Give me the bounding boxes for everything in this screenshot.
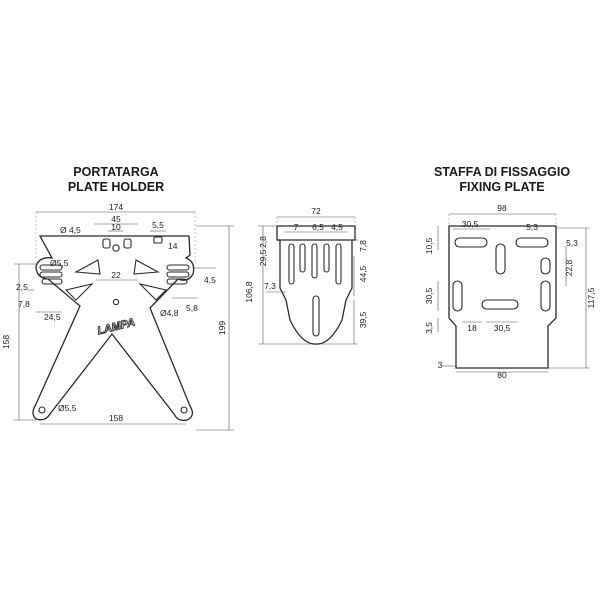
dim-7: 7 xyxy=(294,222,299,232)
side-bracket-drawing xyxy=(276,225,356,345)
dim-158-height: 158 xyxy=(1,335,11,349)
left-slot-a xyxy=(39,264,63,271)
dim-5-8: 5,8 xyxy=(186,303,198,313)
lampa-logo: LAMPA xyxy=(96,317,136,338)
dim-4-5-right: 4,5 xyxy=(204,275,216,285)
fixing-plate-dimension-labels: 98 30,5 5,3 5,3 10,5 22,8 30,5 117,5 3,5… xyxy=(424,203,596,380)
dim-14: 14 xyxy=(168,241,178,251)
dim-2-5: 2,5 xyxy=(16,282,28,292)
fp-slot-top-center xyxy=(495,243,506,275)
dim-72: 72 xyxy=(311,206,321,216)
fixing-plate-title-en: FIXING PLATE xyxy=(459,180,544,194)
dim-199-height: 199 xyxy=(217,321,227,335)
dim-106-8: 106,8 xyxy=(244,281,254,303)
dim-80: 80 xyxy=(497,370,507,380)
top-slot-right xyxy=(123,238,132,249)
right-slot-a xyxy=(166,264,190,271)
hole-bottom-right xyxy=(180,406,188,414)
fp-slot-center xyxy=(481,299,519,310)
top-notch xyxy=(153,236,163,244)
plate-holder-title-en: PLATE HOLDER xyxy=(68,180,164,194)
bracket-slot-3 xyxy=(311,243,318,279)
dim-7-3: 7,3 xyxy=(264,281,276,291)
cutout-mid-left xyxy=(64,283,94,301)
fixing-plate-title-it: STAFFA DI FISSAGGIO xyxy=(434,165,570,179)
fixing-plate-dimensions xyxy=(437,213,590,373)
dim-30-5-bottom: 30,5 xyxy=(494,323,511,333)
dim-174: 174 xyxy=(109,202,123,212)
side-bracket-dimension-labels: 72 7 6,5 4,5 29,5 2,8 7,8 106,8 7,3 44,5… xyxy=(244,206,368,328)
dim-22-8: 22,8 xyxy=(564,259,574,276)
bracket-slot-5 xyxy=(335,243,342,285)
dim-29-5: 29,5 xyxy=(258,249,268,266)
dim-hole-4-8: Ø4,8 xyxy=(160,308,179,318)
dim-10: 10 xyxy=(111,222,121,232)
dim-39-5: 39,5 xyxy=(358,311,368,328)
fp-slot-upper-right xyxy=(540,257,551,275)
dim-117-5: 117,5 xyxy=(586,287,596,308)
dim-158-width: 158 xyxy=(109,413,123,423)
dim-30-5-left: 30,5 xyxy=(424,287,434,304)
dim-24-5: 24,5 xyxy=(44,312,61,322)
dim-22: 22 xyxy=(111,270,121,280)
dim-18: 18 xyxy=(467,323,477,333)
dim-3: 3 xyxy=(438,360,443,370)
fp-slot-left xyxy=(452,280,463,312)
plate-holder-title-it: PORTATARGA xyxy=(73,165,158,179)
dim-10-5: 10,5 xyxy=(424,237,434,254)
fixing-plate-drawing xyxy=(448,225,557,369)
left-slot-b xyxy=(39,271,63,278)
bracket-slot-1 xyxy=(288,243,295,285)
hole-4-5-top xyxy=(112,244,120,252)
hole-4-8 xyxy=(112,298,120,306)
dim-45: 45 xyxy=(111,214,121,224)
hole-bottom-left xyxy=(38,406,46,414)
plate-holder-dimensions xyxy=(14,211,234,431)
left-slot-c xyxy=(41,278,63,285)
cutout-mid-right xyxy=(138,283,168,301)
dim-hole-4-5: Ø 4,5 xyxy=(60,225,81,235)
side-bracket-dimensions xyxy=(258,216,358,345)
dim-2-8: 2,8 xyxy=(258,236,268,248)
fp-slot-right xyxy=(540,280,551,312)
dim-4-5-bracket: 4,5 xyxy=(331,222,343,232)
fp-slot-top-right xyxy=(515,237,549,248)
bracket-slot-4 xyxy=(323,243,330,273)
dim-44-5: 44,5 xyxy=(358,265,368,282)
bracket-slot-center xyxy=(312,295,320,337)
dim-5-3-top: 5,3 xyxy=(526,222,538,232)
bracket-slot-2 xyxy=(299,243,306,273)
dim-98: 98 xyxy=(497,203,507,213)
top-slot-left xyxy=(102,238,111,249)
dim-3-5: 3,5 xyxy=(424,322,434,334)
side-bracket-outline xyxy=(276,225,356,345)
fp-slot-top-left xyxy=(454,237,488,248)
dim-5-5-top: 5,5 xyxy=(152,220,164,230)
right-slot-b xyxy=(166,271,190,278)
cutout-top-left xyxy=(74,259,101,275)
right-slot-c xyxy=(166,278,188,285)
dim-30-5-top: 30,5 xyxy=(462,219,479,229)
plate-holder-outline xyxy=(32,235,195,422)
dim-6-5: 6,5 xyxy=(312,222,324,232)
dim-7-8: 7,8 xyxy=(18,299,30,309)
cutout-top-right xyxy=(133,259,160,275)
dim-hole-5-5-left: Ø5,5 xyxy=(50,258,69,268)
dim-7-8-bracket: 7,8 xyxy=(358,240,368,252)
dim-hole-5-5-bottom: Ø5,5 xyxy=(58,403,77,413)
plate-holder-dimension-labels: 174 45 10 5,5 Ø 4,5 14 Ø5,5 22 4,5 2,5 7… xyxy=(1,202,227,423)
dim-5-3-right: 5,3 xyxy=(566,238,578,248)
